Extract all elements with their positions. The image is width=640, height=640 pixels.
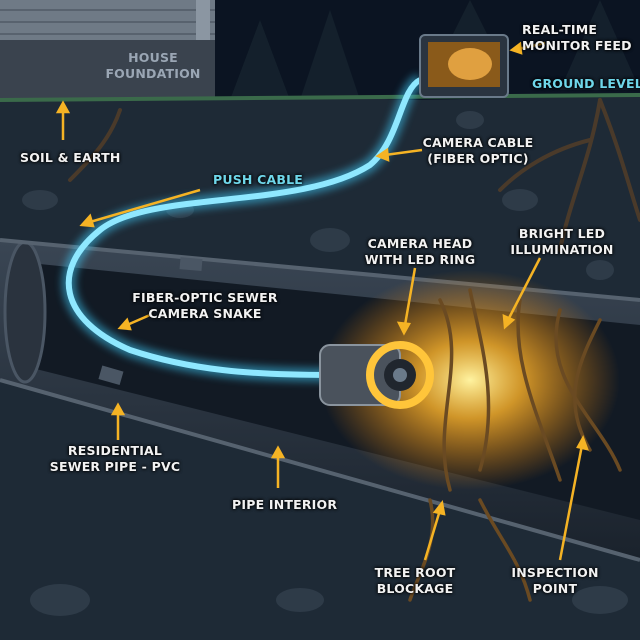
label-line: HOUSE	[128, 50, 178, 65]
label-line: CAMERA CABLE	[422, 135, 534, 150]
label-line: CAMERA HEAD	[367, 236, 473, 251]
label-line: BRIGHT LED	[518, 226, 606, 241]
label-line: (FIBER OPTIC)	[427, 151, 529, 166]
label-line: MONITOR FEED	[522, 38, 632, 53]
label-line: CAMERA SNAKE	[148, 306, 262, 321]
label-line: FOUNDATION	[105, 66, 201, 81]
label-line: RESIDENTIAL	[67, 443, 163, 458]
label-line: SEWER PIPE - PVC	[49, 459, 181, 474]
label-push-cable: PUSH CABLE	[213, 172, 304, 187]
label-line: FIBER-OPTIC SEWER	[132, 290, 278, 305]
label-pipe-interior: PIPE INTERIOR	[232, 497, 338, 512]
label-ground-level: GROUND LEVEL	[532, 76, 640, 91]
label-camera-cable: CAMERA CABLE(FIBER OPTIC)	[423, 135, 534, 167]
fiber-optic-cable	[61, 73, 425, 382]
label-line: WITH LED RING	[364, 252, 476, 267]
tree-roots-surface	[68, 98, 640, 252]
house	[0, 0, 215, 100]
grass-line	[0, 93, 640, 102]
monitor	[419, 34, 509, 98]
label-line: TREE ROOT	[374, 565, 456, 580]
camera-head	[319, 341, 434, 409]
callout-arrows	[55, 41, 589, 561]
label-line: ILLUMINATION	[510, 242, 614, 257]
label-line: REAL-TIME	[522, 22, 598, 37]
label-line: INSPECTION	[511, 565, 599, 580]
label-line: POINT	[532, 581, 578, 596]
label-soil-earth: SOIL & EARTH	[20, 150, 121, 165]
label-line: BLOCKAGE	[376, 581, 454, 596]
